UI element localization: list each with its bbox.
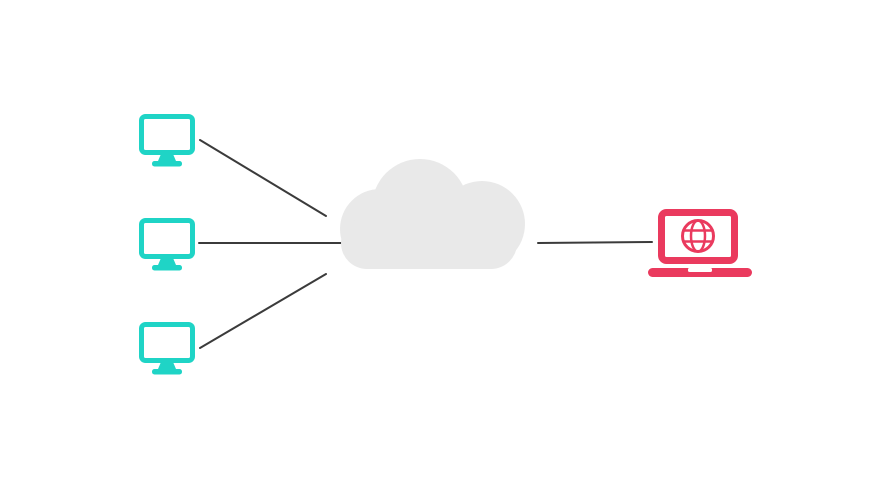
globe-meridian: [689, 219, 707, 253]
globe-icon: [681, 219, 715, 253]
laptop-base-notch: [688, 268, 712, 272]
monitor-screen: [139, 322, 195, 363]
cloud-node: [340, 159, 525, 269]
monitor-stand-neck: [158, 258, 176, 265]
monitor-stand-base: [152, 369, 182, 375]
monitor-stand-base: [152, 265, 182, 271]
desktop-monitor-icon: [139, 218, 195, 271]
client-node-3: [139, 322, 195, 375]
laptop-base: [648, 268, 752, 277]
client-node-1: [139, 114, 195, 167]
connector-lines: [198, 139, 653, 349]
server-node: [648, 209, 752, 277]
monitor-stand-base: [152, 161, 182, 167]
edge-client3-cloud: [199, 273, 327, 349]
monitor-screen: [139, 114, 195, 155]
desktop-monitor-icon: [139, 322, 195, 375]
cloud-base: [341, 217, 517, 269]
edge-cloud-server: [537, 241, 653, 244]
laptop-globe-icon: [648, 209, 752, 277]
client-node-2: [139, 218, 195, 271]
monitor-stand-neck: [158, 362, 176, 369]
edge-client1-cloud: [199, 139, 327, 217]
monitor-screen: [139, 218, 195, 259]
laptop-screen: [658, 209, 738, 264]
monitor-stand-neck: [158, 154, 176, 161]
desktop-monitor-icon: [139, 114, 195, 167]
